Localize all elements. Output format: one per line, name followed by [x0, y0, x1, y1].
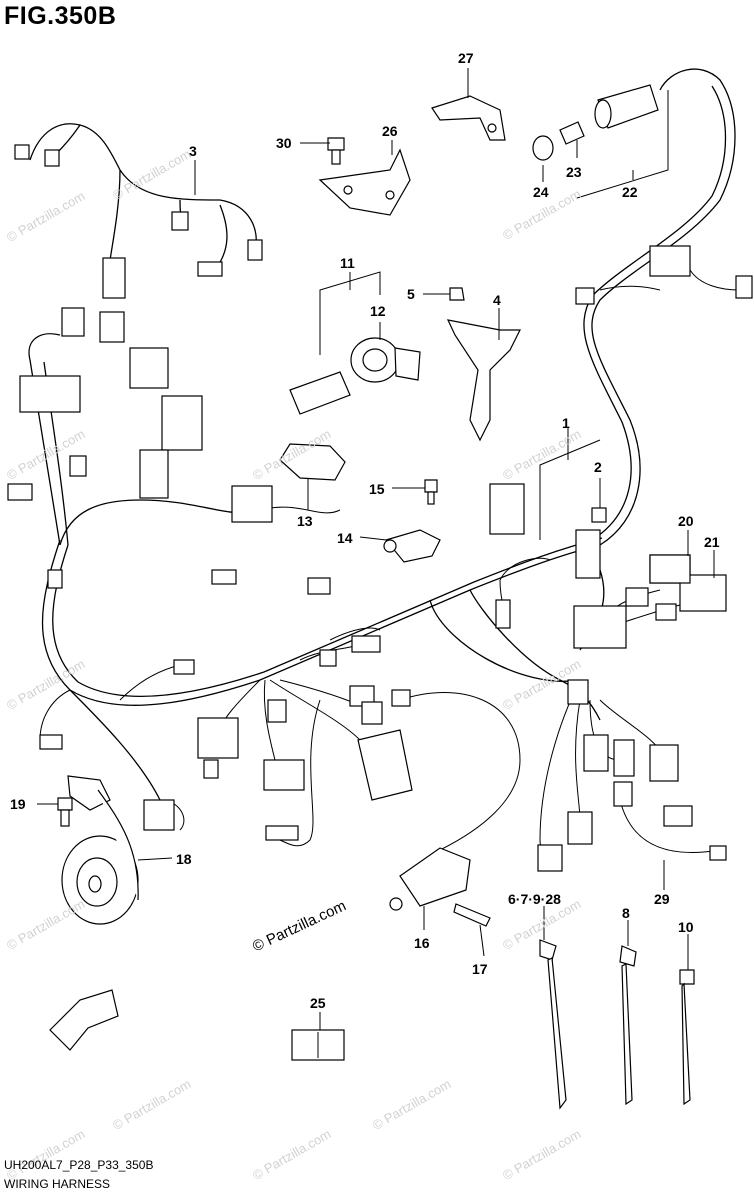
callout-23: 23 — [566, 164, 582, 180]
callout-10: 10 — [678, 919, 694, 935]
leader-lines — [37, 68, 715, 1030]
callout-17: 17 — [472, 961, 488, 977]
callout-8: 8 — [622, 905, 630, 921]
callout-24: 24 — [533, 184, 549, 200]
callout-25: 25 — [310, 995, 326, 1011]
callout-16: 16 — [414, 935, 430, 951]
figure-code: UH200AL7_P28_P33_350B — [4, 1158, 154, 1172]
callout-1: 1 — [562, 415, 570, 431]
callout-2: 2 — [594, 459, 602, 475]
callout-5: 5 — [407, 286, 415, 302]
callout-14: 14 — [337, 530, 353, 546]
callout-27: 27 — [458, 50, 474, 66]
callout-26: 26 — [382, 123, 398, 139]
callout-6-7-9-28: 6·7·9·28 — [508, 891, 561, 907]
callout-11: 11 — [340, 255, 355, 271]
callout-18: 18 — [176, 851, 192, 867]
figure-title: FIG.350B — [4, 2, 117, 30]
callout-29: 29 — [654, 891, 670, 907]
callout-20: 20 — [678, 513, 694, 529]
callout-labels: 1 2 3 4 5 8 10 11 12 13 14 15 16 17 18 1… — [10, 50, 720, 1034]
callout-12: 12 — [370, 303, 386, 319]
callout-4: 4 — [493, 292, 501, 308]
callout-15: 15 — [369, 481, 385, 497]
figure-name: WIRING HARNESS — [4, 1177, 111, 1191]
callout-3: 3 — [189, 143, 197, 159]
callout-22: 22 — [622, 184, 638, 200]
callout-21: 21 — [704, 534, 720, 550]
right-connectors — [489, 245, 753, 872]
callout-13: 13 — [297, 513, 313, 529]
left-connectors — [7, 307, 413, 841]
callout-30: 30 — [276, 135, 292, 151]
callout-19: 19 — [10, 796, 26, 812]
sub-harness-3 — [14, 123, 263, 299]
hardware-parts — [49, 84, 695, 1110]
